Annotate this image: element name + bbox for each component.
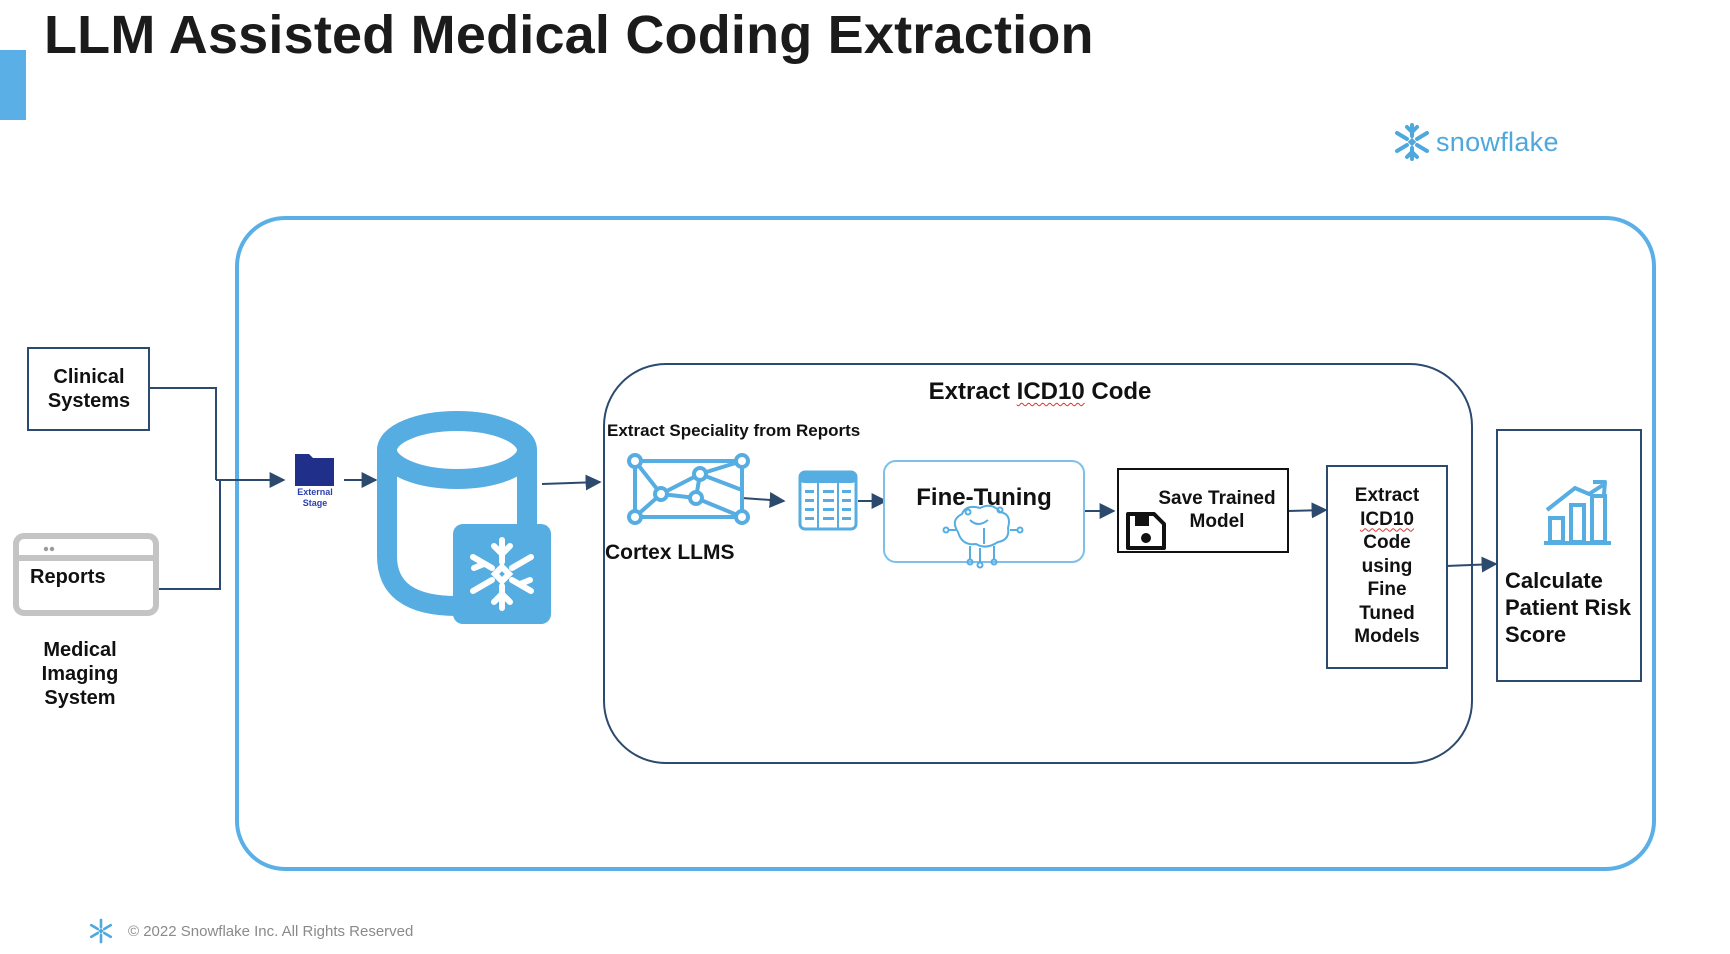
extract-title-prefix: Extract: [928, 378, 1017, 405]
reports-window: [13, 533, 159, 616]
medical-imaging-label: Medical Imaging System: [41, 639, 119, 709]
save-model-label: Save Trained Model: [1118, 488, 1288, 534]
footer: © 2022 Snowflake Inc. All Rights Reserve…: [88, 918, 413, 944]
extract-group-title: Extract ICD10 Code: [830, 378, 1250, 407]
brand-wordmark: snowflake: [1436, 126, 1559, 157]
risk-line-3: Score: [1505, 621, 1567, 647]
database-icon: [377, 411, 551, 624]
save-model-line2: Model: [1189, 510, 1245, 532]
brain-circuit-icon: [942, 504, 1024, 569]
db-to-cortex-arrow: [541, 474, 602, 491]
risk-score-box: [1496, 429, 1642, 682]
snowflake-logo-icon: [1395, 123, 1429, 161]
icd-line-4: using: [1361, 555, 1413, 577]
finetune-box: [883, 460, 1085, 563]
accent-bar: [0, 50, 26, 120]
neural-network-icon: [627, 453, 750, 525]
reports-connector: [158, 480, 221, 590]
external-stage-label: External Stage: [288, 487, 342, 509]
speciality-label: Extract Speciality from Reports: [607, 421, 861, 440]
risk-score-label: Calculate Patient Risk Score: [1505, 568, 1631, 648]
footer-snowflake-icon: [89, 918, 113, 944]
clinical-systems-label: Clinical Systems: [47, 366, 131, 412]
clinical-connector: [149, 387, 217, 480]
page-title: LLM Assisted Medical Coding Extraction: [44, 5, 1094, 65]
save-model-line1: Save Trained: [1158, 488, 1276, 509]
icd-extract-box: [1326, 465, 1448, 669]
external-stage-line2: Stage: [302, 497, 328, 508]
extract-title-suffix: Code: [1084, 378, 1152, 405]
risk-line-1: Calculate: [1505, 568, 1603, 593]
external-stage-line1: External: [297, 487, 333, 497]
folder-icon: [295, 454, 334, 486]
platform-container: [235, 216, 1656, 871]
copyright-text: © 2022 Snowflake Inc. All Rights Reserve…: [128, 922, 414, 940]
icd-extract-label: Extract ICD10 Code using Fine Tuned Mode…: [1327, 484, 1447, 649]
icd-line-1: Extract: [1354, 485, 1420, 506]
reports-label: Reports: [30, 566, 106, 588]
clinical-systems-box: [27, 347, 150, 431]
cortex-llms-label: Cortex LLMS: [605, 541, 735, 564]
table-icon: [798, 470, 858, 531]
extract-title-code: ICD10: [1016, 378, 1085, 405]
risk-line-2: Patient Risk: [1505, 594, 1631, 620]
icd-line-3: Code: [1363, 532, 1411, 554]
icd-line-6: Tuned: [1359, 602, 1415, 624]
brand-logo: snowflake: [1392, 122, 1559, 162]
finetune-label: Fine-Tuning: [916, 484, 1052, 511]
icd-to-risk-arrow: [1445, 556, 1498, 573]
icd-line-5: Fine: [1367, 579, 1407, 601]
extract-group-container: [603, 363, 1473, 764]
floppy-disk-icon: [1126, 512, 1166, 550]
icd-line-2: ICD10: [1360, 508, 1414, 530]
icd-line-7: Models: [1354, 626, 1420, 648]
save-to-icd-arrow: [1287, 502, 1328, 519]
bar-chart-icon: [1544, 480, 1611, 545]
cortex-to-table-arrow: [741, 491, 786, 508]
